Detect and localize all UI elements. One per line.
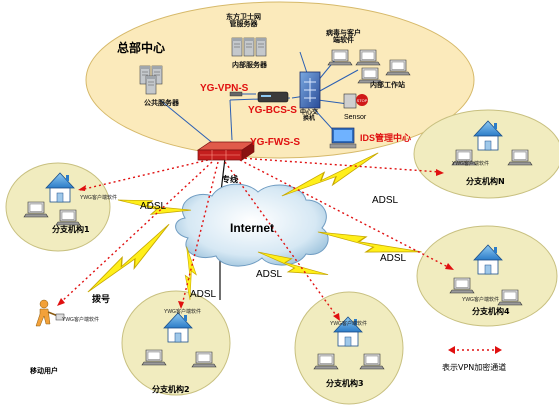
- internet-label: Internet: [230, 221, 275, 235]
- vpn-client-tag-branch1: YWG客户端软件: [80, 195, 117, 201]
- vpn-client-tag-mobile: YWG客户端软件: [62, 317, 99, 323]
- bcs-device-label: YG-BCS-S: [248, 105, 297, 116]
- branch4-label: 分支机构4: [472, 307, 510, 316]
- dialup-label: 拨号: [92, 295, 111, 305]
- mobile-user-label: 移动用户: [30, 367, 58, 375]
- adsl-label-branchN: ADSL: [372, 195, 399, 206]
- dedicated-line-label: 专线: [222, 175, 238, 184]
- internet-cloud: [175, 183, 329, 267]
- branch1-label: 分支机构1: [52, 225, 90, 234]
- vpn-device-label: YG-VPN-S: [200, 83, 249, 94]
- branch2-area: [121, 290, 231, 396]
- eastern-satellite-server-label: 东方卫士网 管服务器: [226, 13, 261, 28]
- vpn-arrowheads: [57, 169, 454, 321]
- vpn-channels: [59, 157, 451, 319]
- hq-title: 总部中心: [117, 41, 166, 55]
- internal-workstation-label: 内部工作站: [370, 81, 405, 89]
- antivirus-software-label: 病毒与客户 端软件: [326, 29, 361, 44]
- sensor-icon: STOP: [343, 93, 368, 109]
- mobile-user-icon: [35, 299, 65, 327]
- eastern-satellite-server-icon: [231, 37, 267, 57]
- branch2-label: 分支机构2: [152, 385, 190, 394]
- adsl-label-branch1: ADSL: [140, 201, 167, 212]
- adsl-label-branch2: ADSL: [190, 289, 217, 300]
- branch3-label: 分支机构3: [326, 379, 364, 388]
- svg-text:STOP: STOP: [357, 98, 368, 103]
- adsl-bolt-branchN: [276, 152, 384, 200]
- branchN-label: 分支机构N: [466, 177, 505, 186]
- public-server-label: 公共服务器: [144, 99, 179, 107]
- internal-server-label: 内部服务器: [232, 61, 267, 69]
- legend-vpn-line: [448, 346, 502, 354]
- core-switch-icon: [299, 71, 321, 109]
- bcs-device-icon: [257, 91, 289, 103]
- branchN-area: [413, 109, 559, 199]
- fws-device-label: YG-FWS-S: [250, 137, 300, 148]
- legend-label: 表示VPN加密通道: [442, 363, 507, 372]
- branch4-area: [416, 225, 558, 327]
- vpn-client-tag-branch2: YWG客户端软件: [164, 309, 201, 315]
- adsl-label-branch3: ADSL: [256, 269, 283, 280]
- vpn-client-tag-branchN: YWG客户端软件: [452, 161, 489, 167]
- core-switch-label: 中心交 换机: [300, 109, 319, 122]
- ids-center-label: IDS管理中心: [360, 133, 412, 143]
- firewall-icon: [196, 141, 256, 161]
- sensor-label: Sensor: [344, 114, 367, 121]
- branch3-area: [294, 291, 404, 405]
- vpn-device-icon: [229, 91, 243, 97]
- branch1-area: [5, 162, 111, 252]
- vpn-client-tag-branch4: YWG客户端软件: [462, 297, 499, 303]
- ids-center-icon: [329, 127, 357, 149]
- vpn-client-tag-branch3: YWG客户端软件: [330, 321, 367, 327]
- adsl-label-branch4: ADSL: [380, 253, 407, 264]
